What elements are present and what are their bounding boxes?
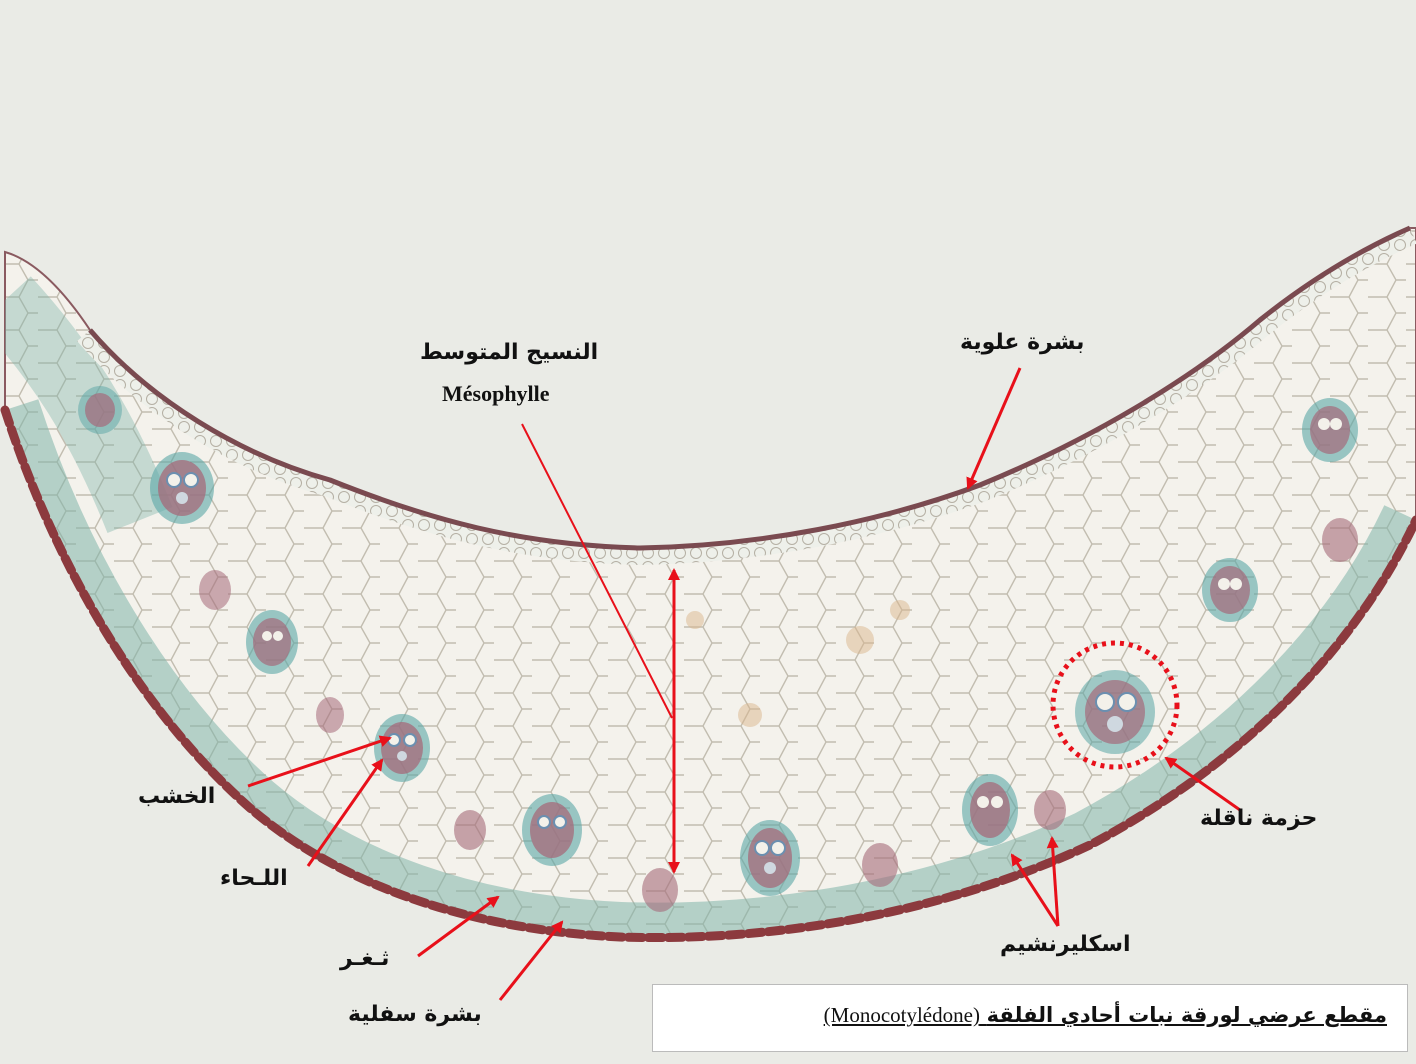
- sclerenchyma-label: اسكليرنشيم: [1000, 932, 1131, 957]
- caption-box: (Monocotylédone) مقطع عرضي لورقة نبات أح…: [652, 984, 1408, 1052]
- caption-arabic: مقطع عرضي لورقة نبات أحادي الفلقة: [987, 1003, 1387, 1027]
- lower-epidermis-arrow: [500, 922, 562, 1000]
- phloem-label: اللـحاء: [220, 866, 288, 891]
- vascular-bundle-label: حزمة ناقلة: [1200, 806, 1317, 831]
- leaf-tissue: [5, 228, 1416, 938]
- mesophyll-label-arabic: النسيج المتوسط: [420, 340, 598, 365]
- caption: (Monocotylédone) مقطع عرضي لورقة نبات أح…: [824, 1003, 1387, 1028]
- xylem-label: الخشب: [138, 784, 215, 809]
- lower-epidermis-label: بشرة سفلية: [348, 1002, 482, 1027]
- stoma-label: ثـغـر: [340, 946, 389, 971]
- upper-epidermis-label: بشرة علوية: [960, 330, 1084, 355]
- mesophyll-label-latin: Mésophylle: [442, 381, 550, 407]
- caption-latin: (Monocotylédone): [824, 1003, 980, 1027]
